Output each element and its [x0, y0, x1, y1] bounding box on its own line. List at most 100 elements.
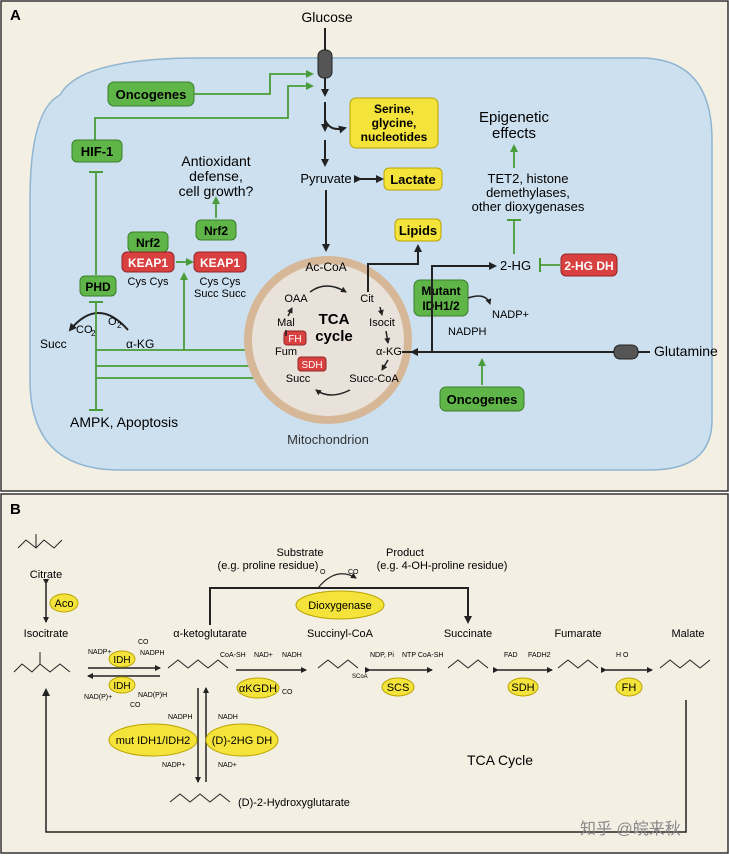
scs-ntp: NTP CoA-SH [402, 652, 444, 659]
product-line-2: (e.g. 4-OH-proline residue) [377, 560, 508, 572]
tca-label-2: cycle [315, 328, 353, 345]
sdh-fad: FAD [504, 652, 518, 659]
serine-line-3: nucleotides [361, 130, 428, 144]
hif1-box [71, 139, 123, 163]
oncogenes-bottom-box [439, 386, 525, 412]
tca-arc-7 [287, 307, 293, 317]
antioxidant-line-2: defense, [189, 168, 243, 184]
d2hg-structure [169, 793, 231, 803]
tet2-line-2: demethylases, [486, 185, 570, 200]
akgdh-label: αKGDH [239, 683, 277, 695]
serine-glycine-box [349, 97, 439, 149]
tet2-line-3: other dioxygenases [472, 199, 585, 214]
nadph-label: NADPH [448, 326, 487, 338]
succ-left-label: Succ [40, 337, 67, 351]
fh-label: FH [288, 334, 301, 345]
isocit-label: Isocit [369, 317, 395, 329]
succoa-structure [317, 659, 359, 669]
hif1-label: HIF-1 [81, 144, 114, 159]
panel-b-label: B [10, 501, 21, 518]
nrf2-right-box [195, 219, 237, 241]
cys-left-label: Cys Cys [128, 276, 169, 288]
mitochondrion [244, 256, 412, 424]
nadp-plus-label: NADP+ [492, 309, 529, 321]
cit-to-lipids-arrow [367, 244, 422, 292]
substrate-line-1: Substrate [276, 547, 323, 559]
succ-label: Succ [286, 373, 311, 385]
idh-co2-bottom: CO [130, 702, 141, 709]
serine-line-1: Serine, [374, 102, 414, 116]
watermark: 知乎 @皖来秋 [580, 820, 681, 838]
idh-co2-top: CO [138, 639, 149, 646]
dioxygenase-cofactor-arc [317, 572, 357, 589]
scs-label: SCS [387, 682, 410, 694]
akgdh-co2: CO [282, 689, 293, 696]
akg-label: α-KG [376, 346, 402, 358]
idh-top-label: IDH [113, 655, 130, 666]
sdh-label: SDH [301, 360, 322, 371]
dioxy-o2: O [320, 569, 326, 576]
2hgdh-label: 2-HG DH [564, 259, 613, 273]
keap1-left-box [121, 251, 175, 273]
sdh-fadh2: FADH2 [528, 652, 551, 659]
cys-right-label: Cys Cys [200, 276, 241, 288]
epigenetic-line-1: Epigenetic [479, 109, 550, 126]
akgdh-ellipse [236, 677, 280, 699]
dioxygenase-ellipse [295, 590, 385, 620]
2hg-label: 2-HG [500, 258, 531, 273]
succ-right-label: Succ Succ [194, 288, 246, 300]
idh-bottom-ellipse [108, 676, 136, 694]
serine-branch-arrow [324, 119, 347, 134]
mutant-idh-line-2: IDH1/2 [422, 299, 460, 313]
product-line-1: Product [386, 547, 424, 559]
oncogenes-top-label: Oncogenes [116, 87, 187, 102]
substrate-line-2: (e.g. proline residue) [218, 560, 319, 572]
tca-arc-5 [315, 389, 351, 396]
co2-subscript: 2 [91, 329, 96, 338]
citrate-structure [17, 534, 63, 549]
idh-nadp-bottom: NAD(P)+ [84, 694, 112, 701]
lactate-label: Lactate [390, 172, 436, 187]
oncogenes-bottom-label: Oncogenes [447, 392, 518, 407]
oncogenes-to-glucose-arrow [194, 70, 314, 95]
d2hgdh-label: (D)-2HG DH [212, 735, 273, 747]
keap1-right-label: KEAP1 [200, 256, 240, 270]
idh-nadp-plus: NADP+ [88, 649, 112, 656]
cit-label: Cit [360, 293, 373, 305]
sdh-ellipse [507, 677, 539, 697]
hif1-to-glucose-arrow [94, 82, 314, 140]
akgdh-nadh: NADH [282, 652, 302, 659]
lipids-label: Lipids [399, 223, 437, 238]
lipids-box [394, 218, 442, 242]
sdh-box [297, 356, 327, 372]
antioxidant-line-1: Antioxidant [181, 153, 250, 169]
d2hg-label: (D)-2-Hydroxyglutarate [238, 797, 350, 809]
tca-arc-2 [377, 306, 384, 316]
akgdh-nad-plus: NAD+ [254, 652, 273, 659]
keap1-right-box [193, 251, 247, 273]
malate-label: Malate [671, 628, 704, 640]
nrf2-right-label: Nrf2 [204, 224, 228, 238]
scs-ndp: NDP, Pi [370, 652, 394, 659]
o2-subscript: 2 [117, 321, 122, 330]
isocitrate-label: Isocitrate [24, 628, 69, 640]
fum-label: Fum [275, 346, 297, 358]
malate-structure [659, 659, 711, 669]
idh-nadph-top: NADPH [140, 650, 165, 657]
keap1-left-label: KEAP1 [128, 256, 168, 270]
idh-bottom-label: IDH [113, 681, 130, 692]
acoa-label: Ac-CoA [305, 260, 346, 274]
dioxygenase-loop-arrow [209, 587, 472, 625]
fh-h2o: H O [616, 652, 629, 659]
akg-b-label: α-ketoglutarate [173, 628, 247, 640]
scoa-label: SCoA [352, 674, 368, 680]
tet2-line-1: TET2, histone [488, 171, 569, 186]
mutidh-nadp: NADP+ [162, 762, 186, 769]
d2hgdh-nadh: NADH [218, 714, 238, 721]
dioxy-co2: CO [348, 569, 359, 576]
d2hgdh-nad: NAD+ [218, 762, 237, 769]
tca-return-arrow [42, 688, 687, 833]
mal-label: Mal [277, 317, 295, 329]
pyruvate-label: Pyruvate [300, 171, 351, 186]
